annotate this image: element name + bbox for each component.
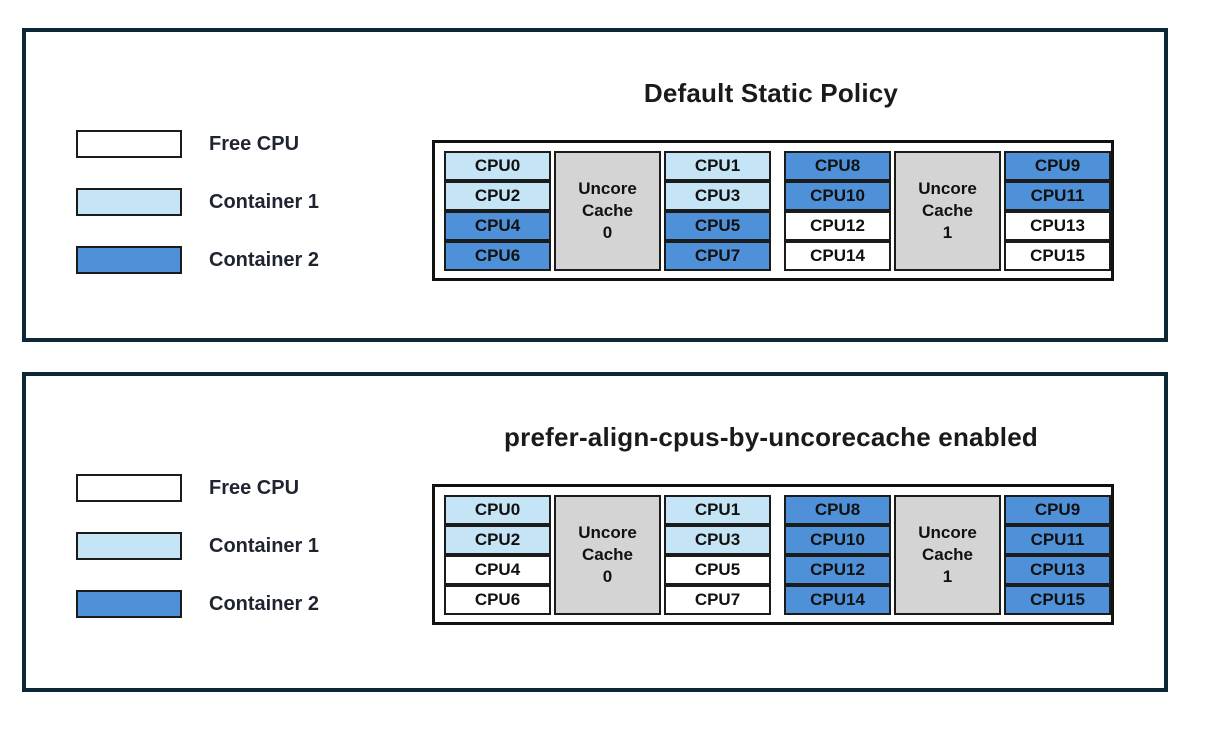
cpu-cell-cpu1: CPU1 xyxy=(664,494,771,525)
cpu-cell-cpu11: CPU11 xyxy=(1004,180,1111,211)
legend-item-container2: Container 2 xyxy=(76,590,319,618)
cpu-cell-cpu6: CPU6 xyxy=(444,584,551,615)
cpu-cell-cpu15: CPU15 xyxy=(1004,584,1111,615)
uncore-cache-label-line: Cache xyxy=(921,200,974,220)
cpu-cell-cpu8: CPU8 xyxy=(784,150,891,181)
legend-swatch-container2 xyxy=(76,246,182,274)
panel-title: Default Static Policy xyxy=(643,78,899,108)
uncore-cache-label-line: Cache xyxy=(581,200,634,220)
cpu-cell-cpu13: CPU13 xyxy=(1004,210,1111,241)
legend-item-container1: Container 1 xyxy=(76,188,319,216)
legend-label-container1: Container 1 xyxy=(209,190,320,213)
cpu-cell-cpu7: CPU7 xyxy=(664,240,771,271)
uncore-cache-label-line: Cache xyxy=(921,544,974,564)
cpu-cell-cpu6: CPU6 xyxy=(444,240,551,271)
cpu-cell-cpu2: CPU2 xyxy=(444,524,551,555)
legend-item-container2: Container 2 xyxy=(76,246,319,274)
cpu-cell-cpu0: CPU0 xyxy=(444,150,551,181)
uncore-cache-label-line: Cache xyxy=(581,544,634,564)
cpu-cell-cpu15: CPU15 xyxy=(1004,240,1111,271)
cpu-cell-cpu14: CPU14 xyxy=(784,240,891,271)
cpu-cell-cpu7: CPU7 xyxy=(664,584,771,615)
cpu-cell-cpu14: CPU14 xyxy=(784,584,891,615)
cpu-cell-cpu0: CPU0 xyxy=(444,494,551,525)
cpu-cell-cpu5: CPU5 xyxy=(664,210,771,241)
cpu-cell-cpu8: CPU8 xyxy=(784,494,891,525)
legend-swatch-container1 xyxy=(76,188,182,216)
legend: Free CPU Container 1 Container 2 xyxy=(76,474,319,618)
legend-swatch-container2 xyxy=(76,590,182,618)
cpu-cell-cpu1: CPU1 xyxy=(664,150,771,181)
cpu-cell-cpu9: CPU9 xyxy=(1004,150,1111,181)
cpu-cell-cpu4: CPU4 xyxy=(444,554,551,585)
cpu-cell-cpu2: CPU2 xyxy=(444,180,551,211)
panel-prefer-align-enabled: prefer-align-cpus-by-uncorecache enabled… xyxy=(22,372,1168,692)
legend-item-container1: Container 1 xyxy=(76,532,319,560)
cpu-cell-cpu5: CPU5 xyxy=(664,554,771,585)
cpu-cell-cpu11: CPU11 xyxy=(1004,524,1111,555)
legend-swatch-free xyxy=(76,474,182,502)
cpu-cell-cpu10: CPU10 xyxy=(784,524,891,555)
uncore-cache-label-line: 0 xyxy=(602,222,613,242)
legend-item-free: Free CPU xyxy=(76,474,319,502)
cpu-cell-cpu3: CPU3 xyxy=(664,180,771,211)
uncore-cache-label-line: Uncore xyxy=(578,522,637,542)
panel-title: prefer-align-cpus-by-uncorecache enabled xyxy=(504,422,1038,452)
cpu-cell-cpu4: CPU4 xyxy=(444,210,551,241)
cpu-cell-cpu10: CPU10 xyxy=(784,180,891,211)
cpu-cell-cpu13: CPU13 xyxy=(1004,554,1111,585)
uncore-cache-label-line: 0 xyxy=(602,566,613,586)
legend-label-container2: Container 2 xyxy=(209,248,320,271)
cpu-cell-cpu3: CPU3 xyxy=(664,524,771,555)
cpu-cell-cpu12: CPU12 xyxy=(784,210,891,241)
legend-label-free: Free CPU xyxy=(209,132,300,155)
uncore-cache-label-line: 1 xyxy=(942,222,953,242)
legend-swatch-container1 xyxy=(76,532,182,560)
uncore-cache-label-line: Uncore xyxy=(918,522,977,542)
legend-label-container2: Container 2 xyxy=(209,592,320,615)
uncore-cache-label-line: 1 xyxy=(942,566,953,586)
legend-item-free: Free CPU xyxy=(76,130,319,158)
uncore-cache-label-line: Uncore xyxy=(578,178,637,198)
legend-label-free: Free CPU xyxy=(209,476,300,499)
uncore-cache-label-line: Uncore xyxy=(918,178,977,198)
legend-swatch-free xyxy=(76,130,182,158)
legend-label-container1: Container 1 xyxy=(209,534,320,557)
cpu-cell-cpu12: CPU12 xyxy=(784,554,891,585)
legend: Free CPU Container 1 Container 2 xyxy=(76,130,319,274)
cpu-cell-cpu9: CPU9 xyxy=(1004,494,1111,525)
